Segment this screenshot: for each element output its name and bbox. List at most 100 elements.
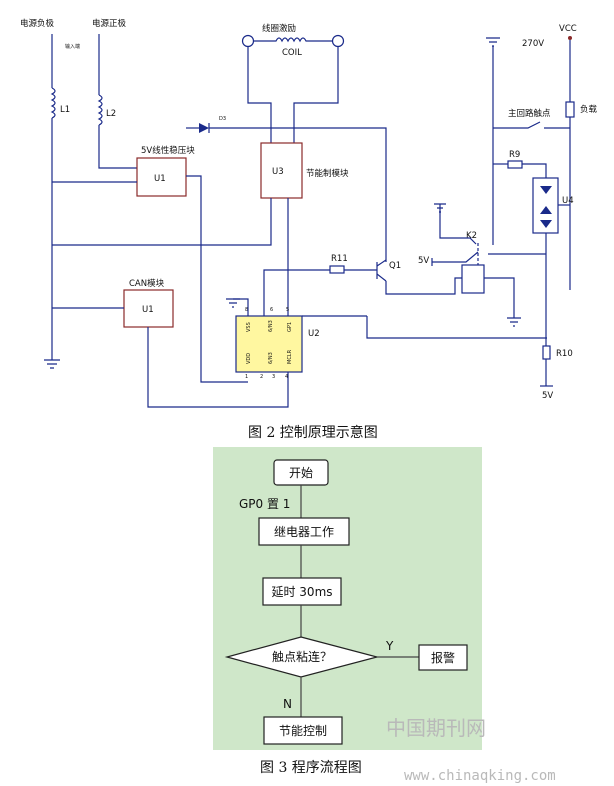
inductor-l1	[50, 87, 56, 119]
circuit-diagram: 电源负极 电源正极 输入端 L1 L2 5V线性稳压块 U1 线圈激励 COIL…	[20, 18, 598, 408]
coil-right-lead	[293, 47, 339, 143]
ground-symbol-left	[44, 359, 60, 369]
main-contact-switch	[493, 121, 541, 129]
mcu-pinnum-4: 4	[285, 374, 288, 380]
mcu-pinnum-3: 3	[272, 374, 275, 380]
load-label: 负载	[580, 104, 598, 115]
flow-alarm-label: 报警	[431, 650, 455, 665]
mcu-pin-top-2: GP1	[287, 322, 293, 332]
q1-label: Q1	[389, 261, 401, 271]
flow-energy-node	[263, 716, 343, 745]
diode-to-q1-wire	[209, 127, 387, 262]
regulator-to-vdd-wire	[186, 175, 248, 383]
mcu-to-r10-wire	[366, 316, 547, 339]
vcc-label: VCC	[559, 24, 577, 34]
energy-module-name: U3	[272, 167, 284, 177]
mcu-pin-top-1: 6/N3	[268, 320, 274, 332]
flow-delay-node	[262, 577, 342, 606]
load-element	[565, 101, 575, 118]
flow-set-gp0-label: GP0 置 1	[239, 497, 290, 511]
flowchart-background	[213, 447, 482, 750]
relay-coil-k2	[461, 264, 485, 294]
relay-to-ground-wire	[484, 277, 515, 318]
coil-left-lead	[247, 47, 272, 143]
flow-yes-label: Y	[385, 639, 394, 653]
pos-terminal-label: 电源正极	[92, 18, 127, 29]
ground-symbol-270v	[486, 37, 500, 47]
mcu-pinnum-8: 8	[245, 307, 248, 313]
mcu-pinnum-5: 5	[286, 307, 289, 313]
figure2-caption: 图 2 控制原理示意图	[248, 424, 378, 441]
v270-label: 270V	[522, 39, 544, 49]
flow-relay-label: 继电器工作	[274, 525, 334, 539]
ssr-diode-top	[540, 186, 552, 194]
ground-symbol-relay	[507, 317, 521, 327]
u4-label: U4	[562, 196, 574, 206]
ssr-diode-bottom	[540, 220, 552, 228]
l2-label: L2	[106, 109, 116, 119]
energy-module-title: 节能制模块	[306, 168, 349, 179]
flow-relay-node	[258, 517, 350, 546]
ssr-diode-mid	[540, 206, 552, 214]
coil-title: 线圈激励	[262, 23, 296, 34]
r10-label: R10	[556, 349, 573, 359]
watermark-chinese: 中国期刊网	[386, 716, 486, 740]
flow-decision-label: 触点粘连？	[272, 649, 332, 664]
diode-label: D3	[219, 116, 226, 122]
flow-start-label: 开始	[289, 466, 313, 480]
regulator-name: U1	[154, 174, 166, 184]
main-contact-label: 主回路触点	[508, 108, 551, 119]
mcu-pin-bottom-1: 6/N3	[268, 352, 274, 364]
q1-emitter	[376, 273, 387, 282]
r11-label: R11	[331, 254, 348, 264]
coil-terminal-right	[331, 34, 345, 48]
coil-name: COIL	[282, 48, 302, 58]
resistor-r9	[507, 160, 523, 169]
k2-ground-wire	[439, 204, 477, 245]
flow-no-label: N	[283, 697, 292, 711]
k2-label: K2	[466, 231, 477, 241]
regulator-title: 5V线性稳压块	[141, 145, 195, 156]
mcu-pinnum-6: 6	[270, 307, 273, 313]
q1-collector	[376, 259, 387, 267]
mcu-ground-symbol	[226, 298, 240, 308]
mcu-pin-top-0: VSS	[246, 322, 252, 332]
k2-contact	[432, 251, 479, 263]
flowchart: 开始 GP0 置 1 继电器工作 延时 30ms 触点粘连？ Y 报警 N 节能…	[213, 447, 486, 750]
mcu-pinnum-2: 2	[260, 374, 263, 380]
inductor-l2	[97, 94, 103, 126]
neg-terminal-label: 电源负极	[20, 18, 55, 29]
input-note-label: 输入端	[65, 43, 80, 50]
flow-delay-label: 延时 30ms	[271, 585, 332, 599]
l1-label: L1	[60, 105, 70, 115]
can-to-mcu-wire	[147, 327, 289, 408]
energy-module-block	[260, 142, 303, 199]
mcu-pin-bottom-0: VDD	[246, 353, 252, 364]
coil-terminal-left	[241, 34, 255, 48]
mcu-pinnum-1: 1	[245, 374, 248, 380]
r9-to-u4-wire	[522, 163, 547, 178]
mcu-name: U2	[308, 329, 320, 339]
regulator-block	[136, 157, 187, 197]
mcu-chip	[235, 315, 303, 373]
watermark-url: www.chinaqking.com	[404, 768, 556, 784]
can-module-name: U1	[142, 305, 154, 315]
coil-winding	[254, 37, 332, 43]
flow-energy-label: 节能控制	[279, 724, 327, 738]
diode-d3	[199, 123, 209, 133]
q1-to-relay-wire	[385, 277, 462, 295]
figure3-caption: 图 3 程序流程图	[260, 760, 362, 776]
energy-ground-wire	[52, 198, 272, 246]
pos-rail-to-regulator	[98, 125, 137, 169]
r9-label: R9	[509, 150, 520, 160]
can-module-title: CAN模块	[129, 278, 165, 289]
mcu-gp-to-r11-wire	[263, 269, 330, 316]
flow-alarm-node	[418, 644, 468, 671]
resistor-r11	[329, 265, 345, 274]
resistor-r10	[542, 345, 551, 360]
v5-left-label: 5V	[418, 256, 429, 266]
mcu-pin-labels: VSS 6/N3 GP1 VDD 6/N3 MCLR 8 6 5 1 2 3 4	[245, 307, 293, 380]
vcc-terminal	[568, 36, 572, 40]
mcu-vss-wire	[233, 298, 249, 316]
